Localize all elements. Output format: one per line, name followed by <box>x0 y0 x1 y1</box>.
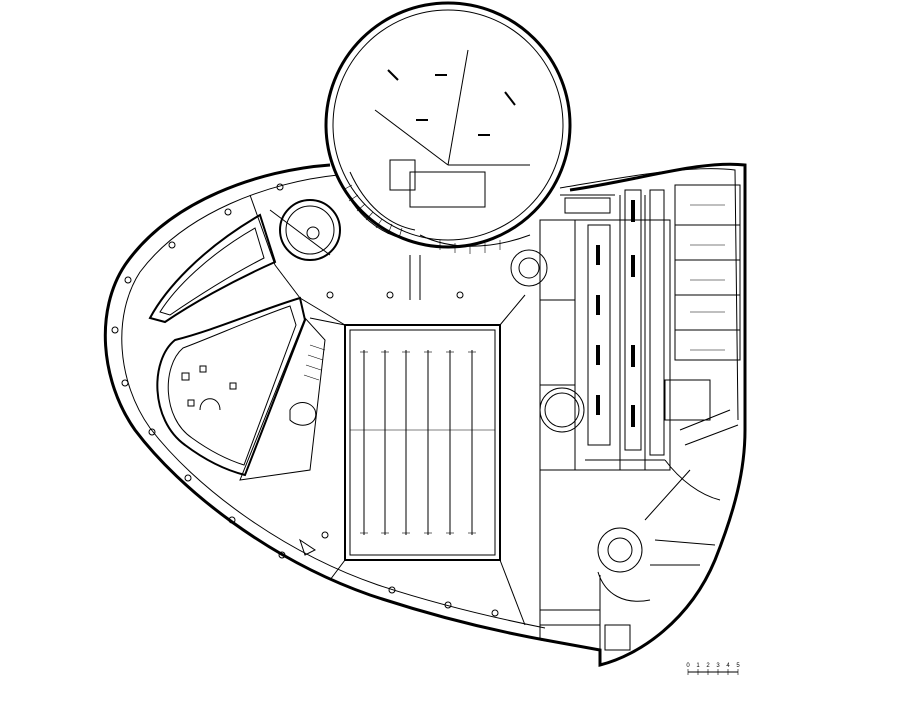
scale-label-2: 2 <box>706 663 710 669</box>
bench-marks <box>596 200 635 427</box>
scale-label-4: 4 <box>726 663 730 669</box>
scale-label-1: 1 <box>696 663 700 669</box>
columns <box>111 183 499 617</box>
curved-stair <box>339 171 531 254</box>
lane-lines <box>360 350 476 535</box>
round-rooms <box>279 199 651 602</box>
circular-hall <box>324 1 572 249</box>
changing-rooms <box>539 189 671 471</box>
scale-label-5: 5 <box>736 663 740 669</box>
scale-label-0: 0 <box>686 663 690 669</box>
scale-bar: 0 1 2 3 4 5 <box>686 663 740 675</box>
lap-pool <box>309 294 526 626</box>
leisure-pool <box>148 213 326 481</box>
outer-envelope <box>103 162 747 667</box>
cubicles <box>664 184 741 501</box>
interior-walls <box>249 194 421 556</box>
scale-label-3: 3 <box>716 663 720 669</box>
lower-right-rooms <box>539 469 716 651</box>
